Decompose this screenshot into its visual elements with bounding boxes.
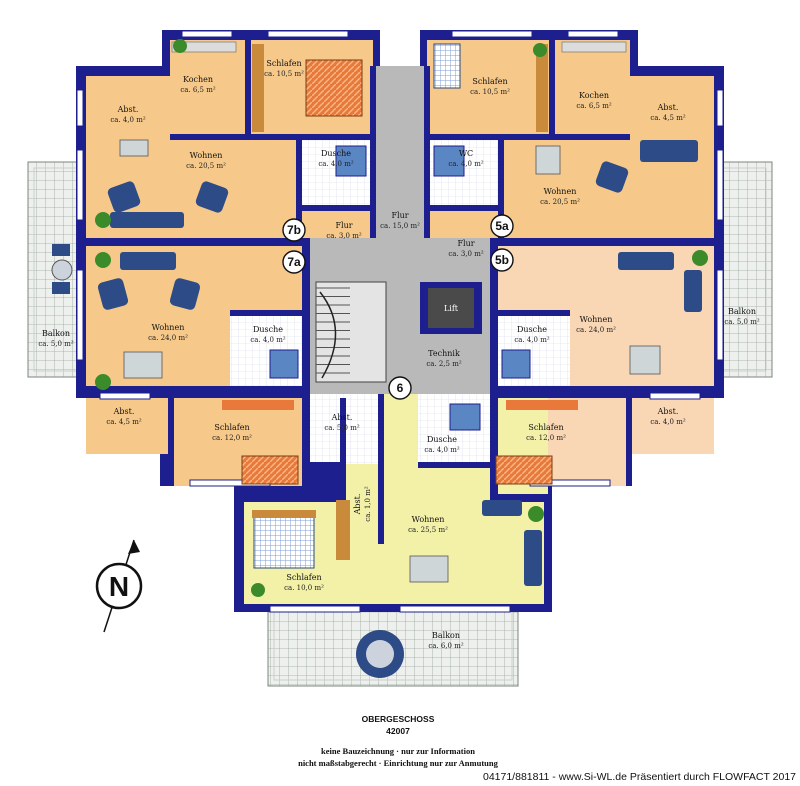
room-label-wohnen-middle-right: Wohnen bbox=[580, 315, 613, 324]
disclaimer-line-2: nicht maßstabgerecht · Einrichtung nur z… bbox=[298, 758, 499, 768]
room-label-wc-top-right: WC bbox=[459, 149, 473, 158]
room-area-wohnen-middle-left: ca. 24,0 m² bbox=[148, 334, 188, 342]
room-label-dusche-middle-right: Dusche bbox=[517, 325, 547, 334]
room-area-flur-main: ca. 15,0 m² bbox=[380, 222, 420, 230]
room-area-flur-top-right: ca. 3,0 m² bbox=[448, 250, 484, 258]
room-area-wohnen-bottom: ca. 25,5 m² bbox=[408, 526, 448, 534]
room-area-dusche-top-left: ca. 4,0 m² bbox=[318, 160, 354, 168]
room-label-dusche-center: Dusche bbox=[427, 435, 457, 444]
room-label-lift: Lift bbox=[444, 304, 459, 313]
unit-number-6: 6 bbox=[397, 381, 404, 395]
unit-marker-7a: 7a bbox=[282, 250, 306, 274]
room-label-abst-small: Abst. bbox=[353, 494, 362, 516]
room-area-abst-small: ca. 1,0 m² bbox=[364, 486, 372, 522]
floor-name: OBERGESCHOSS bbox=[362, 714, 435, 724]
room-label-dusche-top-left: Dusche bbox=[321, 149, 351, 158]
room-label-wohnen-top-left: Wohnen bbox=[190, 151, 223, 160]
unit-marker-7b: 7b bbox=[282, 218, 306, 242]
room-label-schlafen-bottom-left: Schlafen bbox=[214, 423, 249, 432]
room-label-flur-main: Flur bbox=[391, 211, 408, 220]
room-area-abst-top-left: ca. 4,0 m² bbox=[110, 116, 146, 124]
room-area-schlafen-bottom-left: ca. 12,0 m² bbox=[212, 434, 252, 442]
plan-caption: OBERGESCHOSS 42007 keine Bauzeichnung · … bbox=[298, 714, 796, 783]
room-area-wohnen-middle-right: ca. 24,0 m² bbox=[576, 326, 616, 334]
room-label-schlafen-top-right: Schlafen bbox=[472, 77, 507, 86]
lift-shaft: Lift bbox=[420, 282, 482, 334]
room-area-dusche-center: ca. 4,0 m² bbox=[424, 446, 460, 454]
room-area-abst-top-right: ca. 4,5 m² bbox=[650, 114, 686, 122]
windows bbox=[76, 30, 724, 613]
room-label-abst-bottom-left: Abst. bbox=[113, 407, 135, 416]
room-area-wc-top-right: ca. 4,0 m² bbox=[448, 160, 484, 168]
room-label-flur-top-right: Flur bbox=[457, 239, 474, 248]
room-area-abst-center: ca. 5,0 m² bbox=[324, 424, 360, 432]
room-label-abst-center: Abst. bbox=[331, 413, 353, 422]
unit-markers: 7b 7a 5a 5b 6 bbox=[282, 214, 514, 400]
room-label-dusche-middle-left: Dusche bbox=[253, 325, 283, 334]
room-area-kochen-left: ca. 6,5 m² bbox=[180, 86, 216, 94]
unit-number-5a: 5a bbox=[495, 219, 509, 233]
plan-code: 42007 bbox=[386, 726, 410, 736]
room-floors bbox=[86, 40, 714, 604]
compass-letter: N bbox=[109, 571, 129, 602]
unit-number-7b: 7b bbox=[287, 223, 301, 237]
staircase bbox=[315, 281, 387, 383]
room-label-schlafen-bottom-right: Schlafen bbox=[528, 423, 563, 432]
room-area-balkon-right: ca. 5,0 m² bbox=[724, 318, 760, 326]
room-area-kochen-right: ca. 6,5 m² bbox=[576, 102, 612, 110]
room-area-wohnen-top-right: ca. 20,5 m² bbox=[540, 198, 580, 206]
room-label-balkon-right: Balkon bbox=[728, 307, 756, 316]
room-area-abst-bottom-right: ca. 4,0 m² bbox=[650, 418, 686, 426]
room-label-balkon-bottom: Balkon bbox=[432, 631, 460, 640]
room-area-flur-top-left: ca. 3,0 m² bbox=[326, 232, 362, 240]
footer-credit: 04171/881811 - www.Si-WL.de Präsentiert … bbox=[483, 771, 796, 783]
room-area-wohnen-top-left: ca. 20,5 m² bbox=[186, 162, 226, 170]
room-label-balkon-left: Balkon bbox=[42, 329, 70, 338]
room-area-schlafen-top-right: ca. 10,5 m² bbox=[470, 88, 510, 96]
room-label-schlafen-bottom: Schlafen bbox=[286, 573, 321, 582]
room-area-dusche-middle-left: ca. 4,0 m² bbox=[250, 336, 286, 344]
room-area-balkon-left: ca. 5,0 m² bbox=[38, 340, 74, 348]
furniture bbox=[51, 39, 708, 678]
unit-number-5b: 5b bbox=[495, 253, 509, 267]
disclaimer-line-1: keine Bauzeichnung · nur zur Information bbox=[321, 746, 475, 756]
room-label-abst-top-right: Abst. bbox=[657, 103, 679, 112]
room-area-technik: ca. 2,5 m² bbox=[426, 360, 462, 368]
room-label-wohnen-bottom: Wohnen bbox=[412, 515, 445, 524]
room-area-schlafen-top-left: ca. 10,5 m² bbox=[264, 70, 304, 78]
inner-walls bbox=[76, 40, 724, 544]
room-label-wohnen-top-right: Wohnen bbox=[544, 187, 577, 196]
unit-marker-5b: 5b bbox=[490, 248, 514, 272]
room-area-dusche-middle-right: ca. 4,0 m² bbox=[514, 336, 550, 344]
room-area-schlafen-bottom: ca. 10,0 m² bbox=[284, 584, 324, 592]
room-area-abst-bottom-left: ca. 4,5 m² bbox=[106, 418, 142, 426]
compass-rose: N bbox=[95, 539, 143, 633]
room-label-schlafen-top-left: Schlafen bbox=[266, 59, 301, 68]
room-labels: Kochen ca. 6,5 m² Schlafen ca. 10,5 m² A… bbox=[38, 59, 760, 650]
room-label-abst-top-left: Abst. bbox=[117, 105, 139, 114]
room-area-schlafen-bottom-right: ca. 12,0 m² bbox=[526, 434, 566, 442]
room-label-kochen-right: Kochen bbox=[579, 91, 609, 100]
room-area-balkon-bottom: ca. 6,0 m² bbox=[428, 642, 464, 650]
room-label-wohnen-middle-left: Wohnen bbox=[152, 323, 185, 332]
unit-marker-6: 6 bbox=[388, 376, 412, 400]
unit-marker-5a: 5a bbox=[490, 214, 514, 238]
room-label-abst-bottom-right: Abst. bbox=[657, 407, 679, 416]
room-label-kochen-left: Kochen bbox=[183, 75, 213, 84]
room-label-flur-top-left: Flur bbox=[335, 221, 352, 230]
room-label-technik: Technik bbox=[428, 349, 460, 358]
unit-number-7a: 7a bbox=[287, 255, 301, 269]
